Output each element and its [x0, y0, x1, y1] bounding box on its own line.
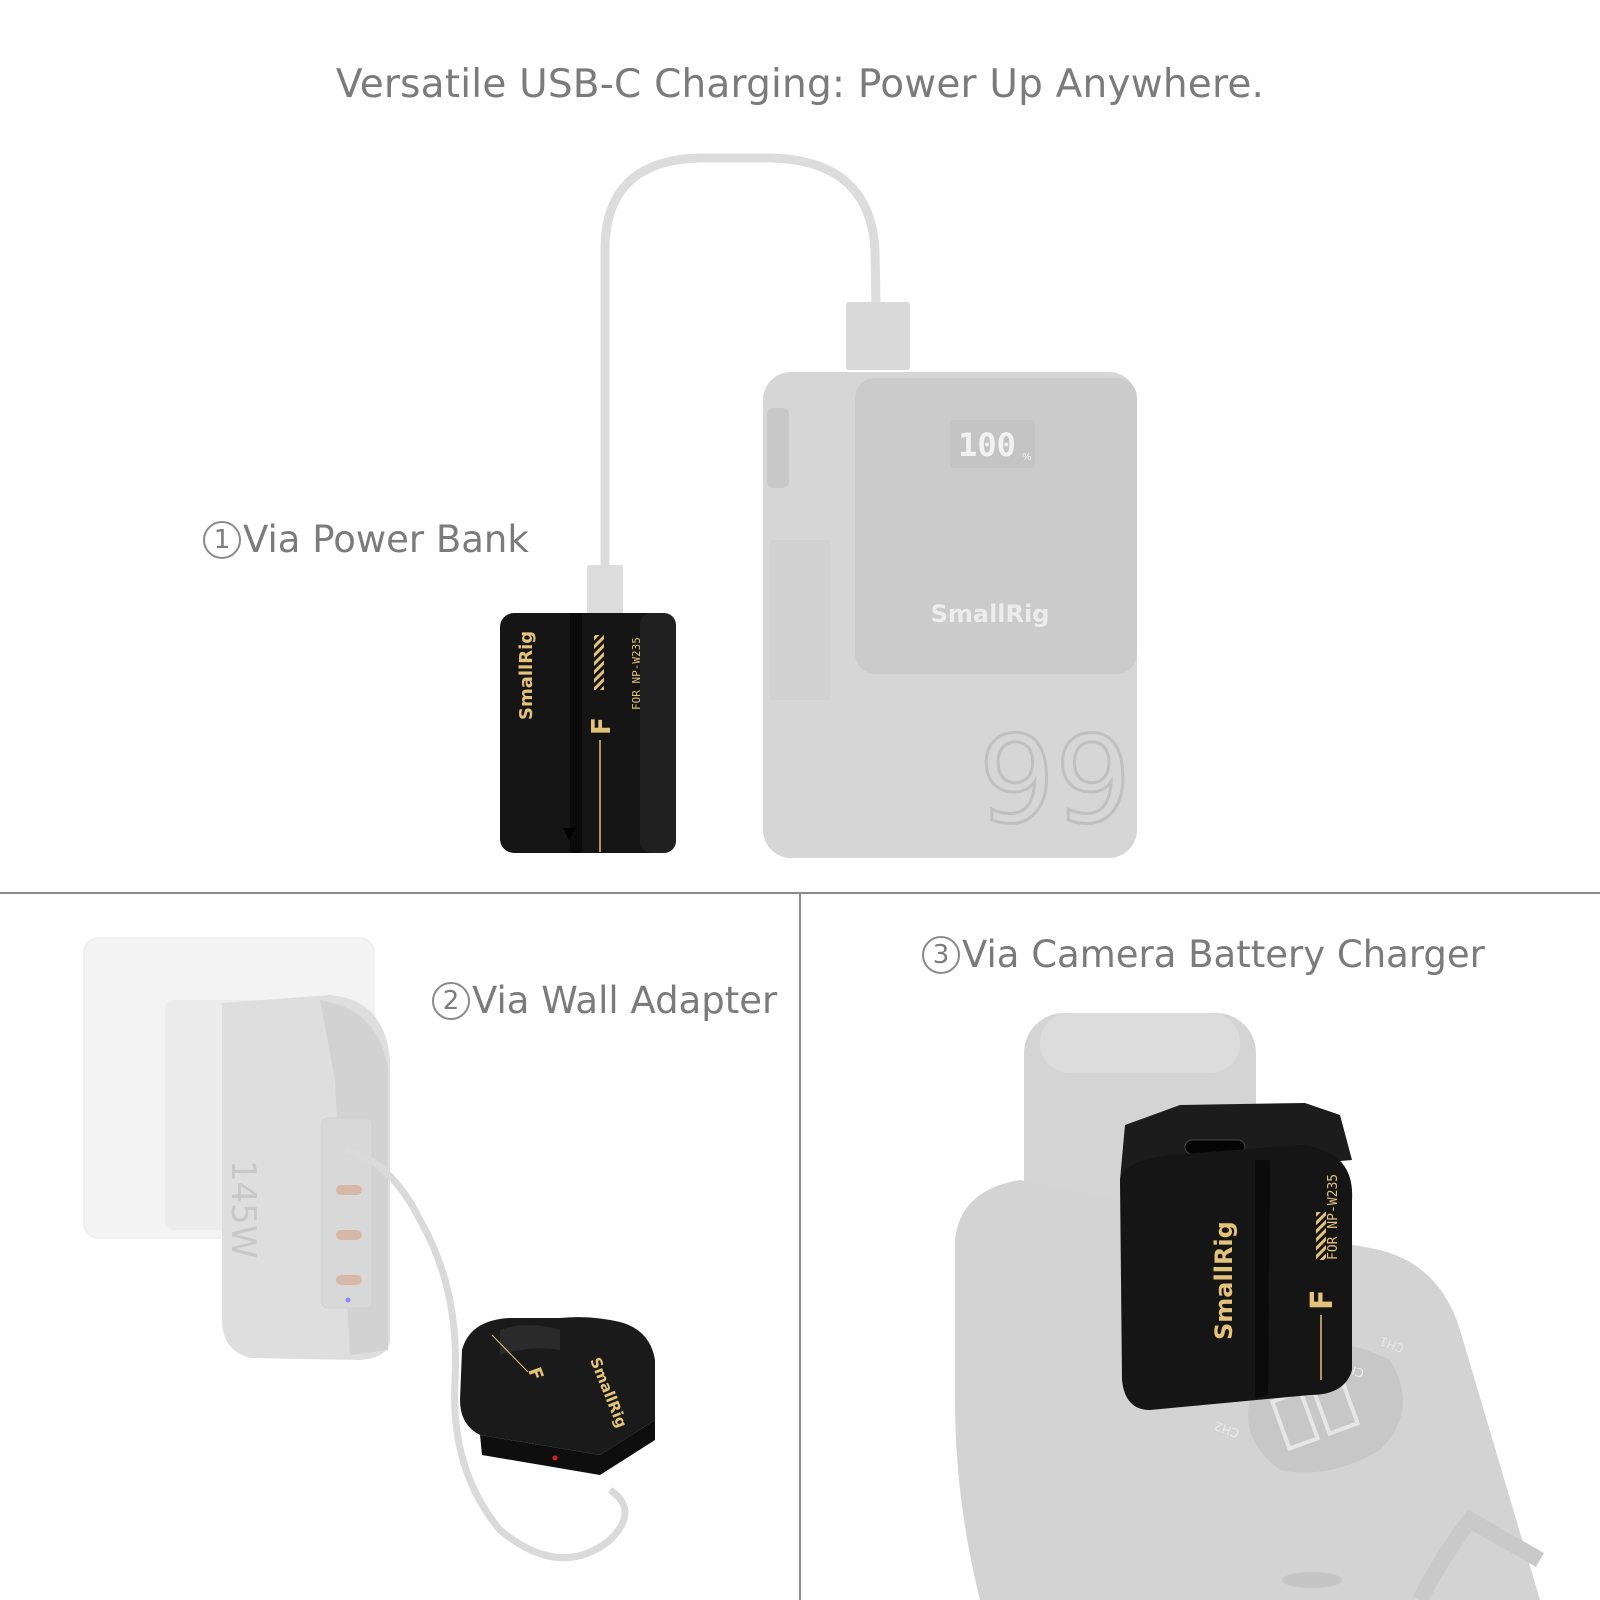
page-title: Versatile USB-C Charging: Power Up Anywh…: [335, 62, 1265, 107]
svg-text:F: F: [1305, 1290, 1340, 1311]
panel-divider-vertical: [799, 893, 801, 1600]
svg-text:SmallRig: SmallRig: [516, 631, 537, 720]
battery-icon: SmallRig F: [460, 1317, 655, 1475]
battery-icon: SmallRig F FOR NP-W235: [1120, 1103, 1353, 1410]
step-number-badge: 2: [432, 982, 470, 1020]
wall-adapter-scene: 145W SmallRig F: [83, 937, 655, 1562]
option-label-text: Via Camera Battery Charger: [962, 933, 1485, 976]
svg-text:F: F: [587, 717, 617, 735]
battery-percent-display: 100: [958, 426, 1016, 464]
svg-text:SmallRig: SmallRig: [931, 600, 1050, 628]
battery-icon: SmallRig F FOR NP-W235: [500, 613, 676, 853]
svg-text:%: %: [1022, 452, 1032, 463]
step-number-badge: 3: [922, 936, 960, 974]
svg-text:FOR NP-W235: FOR NP-W235: [1326, 1174, 1341, 1260]
svg-text:99: 99: [979, 712, 1132, 851]
step-number-badge: 1: [203, 521, 241, 559]
svg-text:FOR NP-W235: FOR NP-W235: [630, 637, 643, 710]
option-label-text: Via Power Bank: [243, 518, 529, 561]
svg-text:SmallRig: SmallRig: [1210, 1221, 1238, 1340]
svg-text:145W: 145W: [223, 1160, 263, 1259]
power-bank-scene: 100 % SmallRig 99 SmallRig F FOR NP-W235: [500, 153, 1137, 858]
option-label-text: Via Wall Adapter: [472, 979, 778, 1022]
battery-charger-scene: CH2 CH1 CH1 SmallRig F FOR NP-W235: [955, 1013, 1544, 1600]
